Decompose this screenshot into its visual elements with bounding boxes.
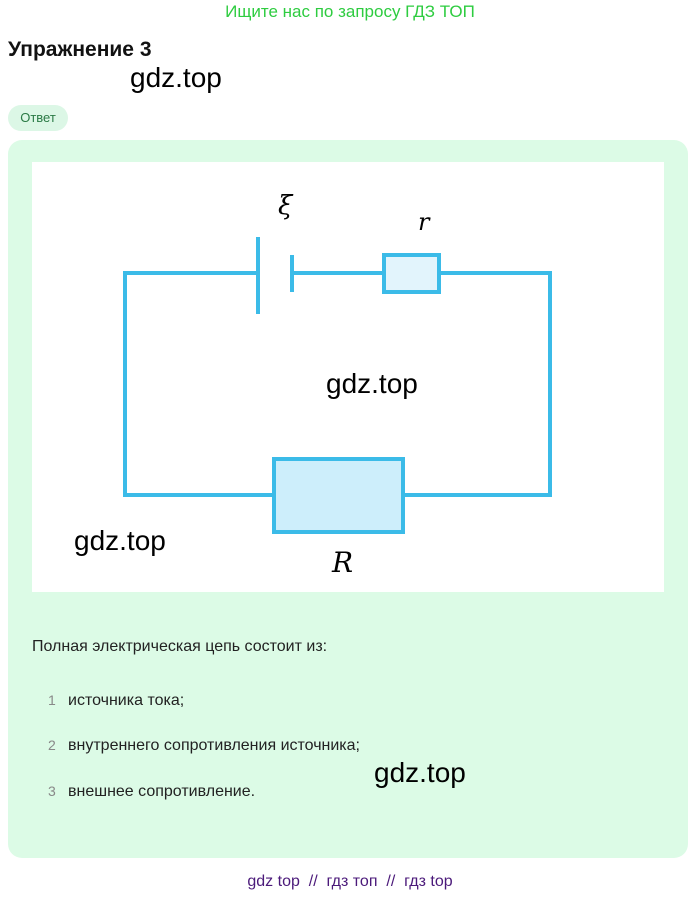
item-text: источника тока; xyxy=(68,692,185,709)
list-item: 3 внешнее сопротивление. xyxy=(48,783,255,801)
wire-left xyxy=(123,271,274,497)
watermark: gdz.top xyxy=(374,757,466,788)
item-text: внешнее сопротивление. xyxy=(68,783,256,800)
circuit-diagram: ξ r R xyxy=(32,162,664,592)
item-text: внутреннего сопротивления источника; xyxy=(68,737,360,754)
answer-badge[interactable]: Ответ xyxy=(8,105,68,131)
wire-right xyxy=(403,271,552,497)
page-title: Упражнение 3 xyxy=(8,38,152,61)
r-label: r xyxy=(418,208,431,236)
search-banner: Ищите нас по запросу ГДЗ ТОП xyxy=(225,2,475,21)
item-number: 1 xyxy=(48,692,56,708)
watermark: gdz.top xyxy=(326,368,418,399)
external-resistor xyxy=(272,457,405,534)
R-label: R xyxy=(331,546,353,579)
watermark: gdz.top xyxy=(74,525,166,556)
intro-text: Полная электрическая цепь состоит из: xyxy=(32,638,328,655)
internal-resistor xyxy=(382,253,441,294)
list-item: 2 внутреннего сопротивления источника; xyxy=(48,737,360,755)
item-number: 3 xyxy=(48,783,56,799)
list-item: 1 источника тока; xyxy=(48,692,184,710)
footer-links[interactable]: gdz top // гдз топ // гдз top xyxy=(247,873,453,890)
item-number: 2 xyxy=(48,737,56,753)
watermark: gdz.top xyxy=(130,62,222,93)
circuit-svg: ξ r R xyxy=(123,191,552,579)
emf-label: ξ xyxy=(278,191,294,221)
